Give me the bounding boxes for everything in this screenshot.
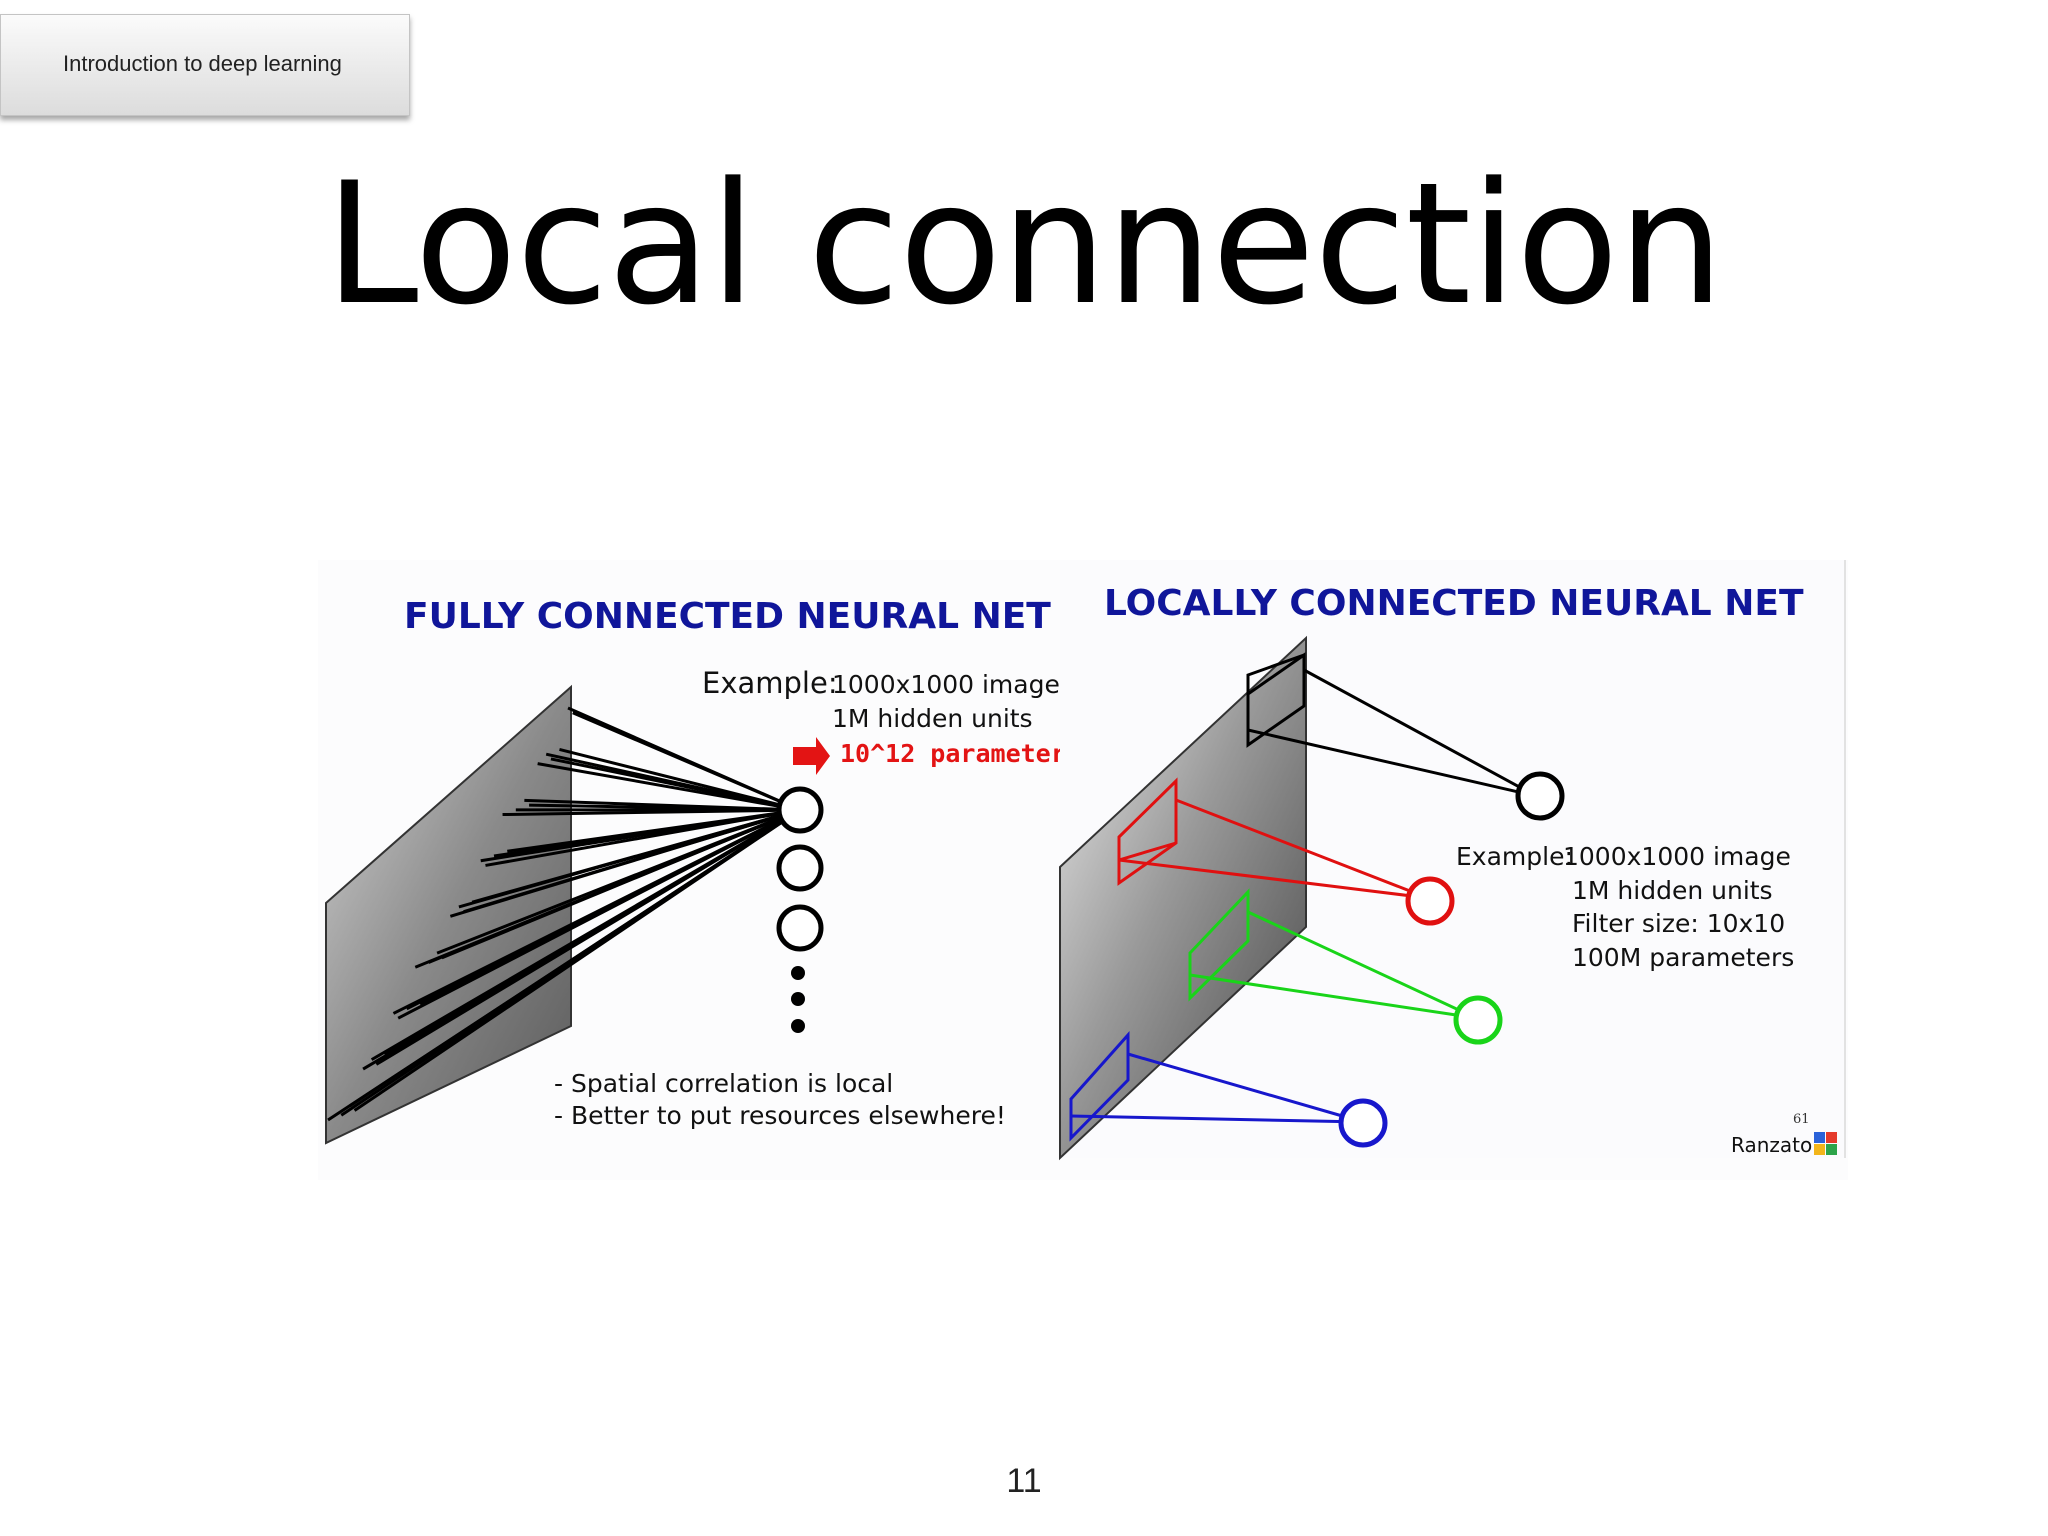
right-heading: LOCALLY CONNECTED NEURAL NET [1104, 583, 1804, 624]
ellipsis-dot-1 [791, 966, 805, 980]
hidden-unit-black [1518, 774, 1562, 818]
hidden-unit-2 [779, 847, 821, 889]
network-diagram: FULLY CONNECTED NEURAL NET Example: 1000… [318, 560, 1848, 1180]
hidden-unit-green [1456, 998, 1500, 1042]
right-example-label: Example: [1456, 842, 1573, 871]
hidden-unit-red [1408, 879, 1452, 923]
slide-title: Local connection [0, 160, 2048, 328]
left-note-2: - Better to put resources elsewhere! [554, 1101, 1006, 1130]
slide-figure: FULLY CONNECTED NEURAL NET Example: 1000… [318, 560, 1848, 1180]
ellipsis-dot-3 [791, 1019, 805, 1033]
left-note-1: - Spatial correlation is local [554, 1069, 893, 1098]
right-example-line-3: Filter size: 10x10 [1572, 909, 1785, 938]
right-slide-number: 61 [1793, 1112, 1810, 1127]
section-tag: Introduction to deep learning [0, 14, 410, 116]
hidden-unit-3 [779, 907, 821, 949]
left-highlight: 10^12 parameters [840, 739, 1081, 768]
left-example-label: Example: [702, 666, 838, 700]
hidden-unit-1 [779, 789, 821, 831]
right-example-line-4: 100M parameters [1572, 943, 1794, 972]
left-example-line-2: 1M hidden units [832, 704, 1033, 733]
right-example-line-2: 1M hidden units [1572, 876, 1773, 905]
hidden-unit-blue [1341, 1101, 1385, 1145]
left-heading: FULLY CONNECTED NEURAL NET [404, 596, 1051, 637]
page-number: 11 [0, 1462, 2048, 1501]
section-tag-label: Introduction to deep learning [63, 51, 342, 77]
right-example-line-1: 1000x1000 image [1563, 842, 1791, 871]
left-example-line-1: 1000x1000 image [832, 670, 1060, 699]
red-arrow-icon [793, 737, 830, 775]
credit-label: Ranzato [1731, 1133, 1812, 1157]
ellipsis-dot-2 [791, 992, 805, 1006]
